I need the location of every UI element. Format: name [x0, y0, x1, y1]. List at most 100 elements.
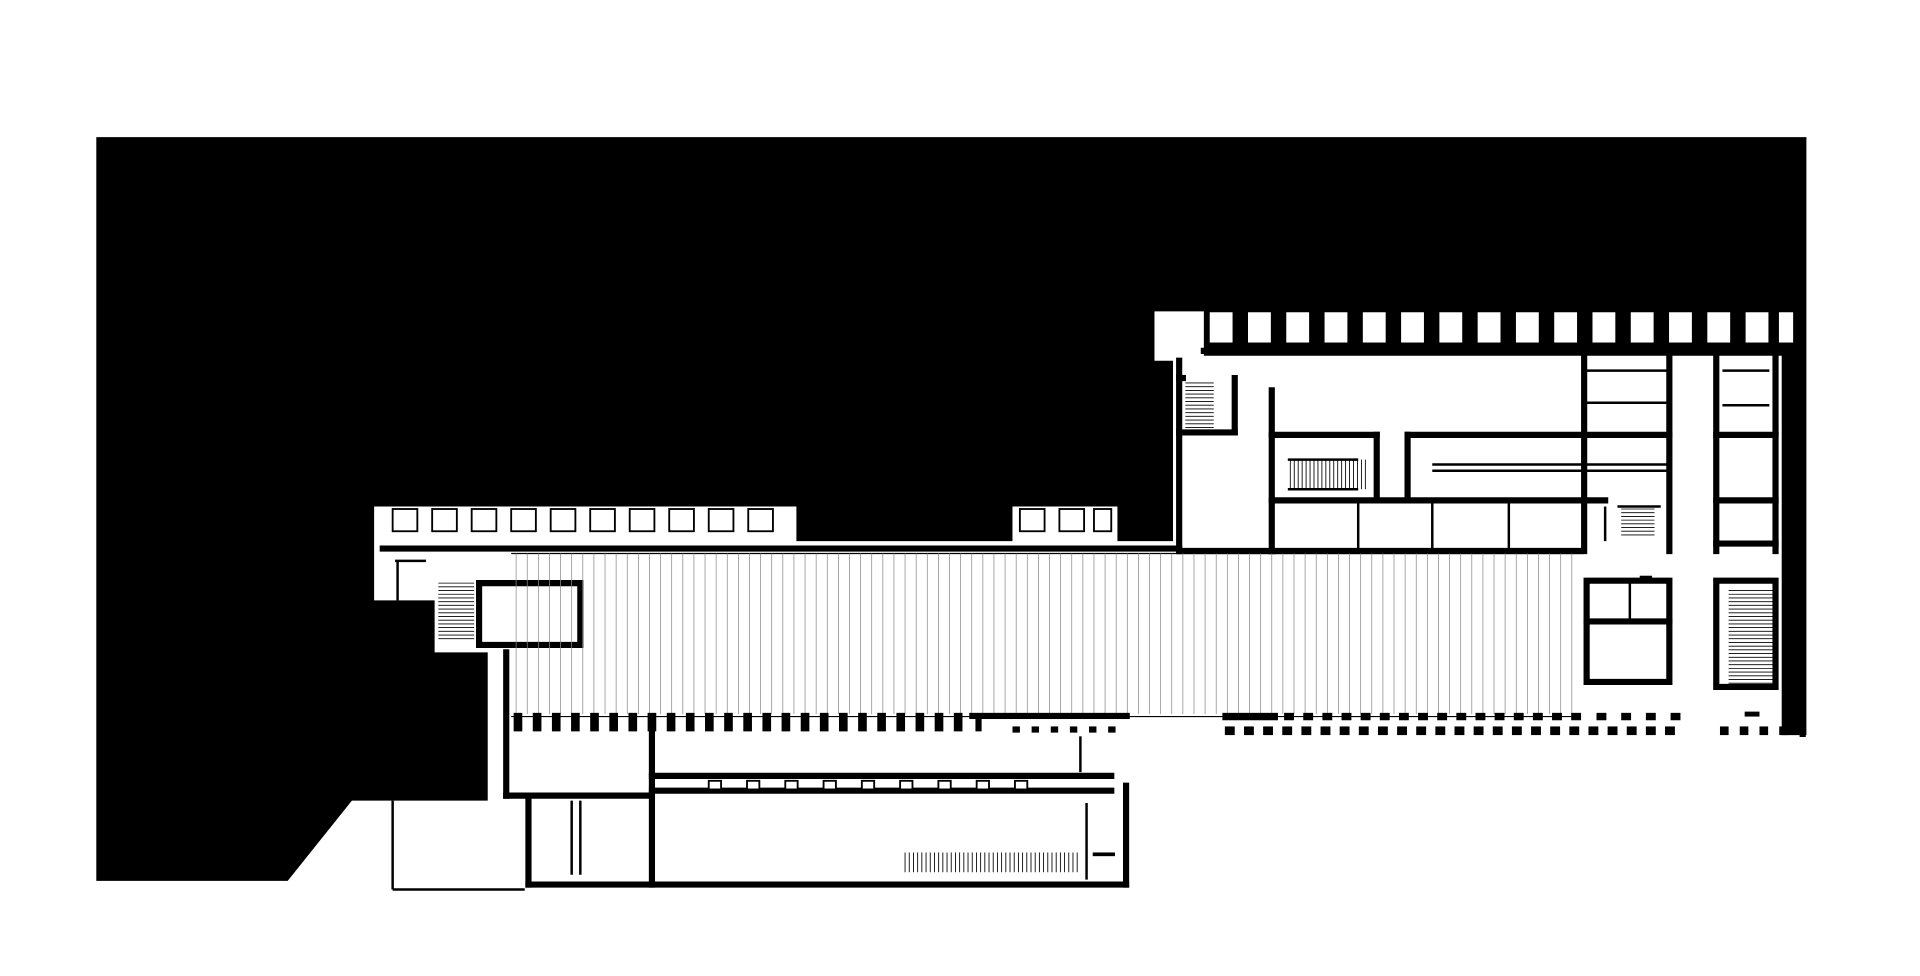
pier	[1670, 712, 1681, 721]
pier	[1416, 726, 1427, 736]
pier	[1665, 726, 1675, 736]
skylight	[784, 779, 799, 791]
pier	[1779, 726, 1788, 736]
pier	[1531, 726, 1541, 736]
pier	[1108, 726, 1116, 733]
pier	[1645, 712, 1656, 721]
pier	[1473, 726, 1484, 736]
pier	[1263, 726, 1274, 736]
pier	[1626, 726, 1637, 736]
pier	[1339, 726, 1350, 736]
pier	[896, 712, 906, 732]
pier	[551, 712, 561, 732]
fixtures	[1084, 385, 1760, 888]
pier	[571, 712, 580, 732]
pier	[1494, 712, 1505, 721]
pier	[1492, 726, 1503, 736]
pier	[1397, 726, 1407, 736]
pier	[934, 712, 944, 732]
pier	[1050, 726, 1059, 733]
pier	[1418, 712, 1428, 721]
pier	[1456, 712, 1467, 721]
pier	[1301, 726, 1312, 736]
pier	[1282, 726, 1293, 736]
pier	[532, 712, 542, 732]
pier	[819, 712, 829, 732]
lower-wing-parapet	[391, 508, 1113, 533]
pier	[1398, 712, 1409, 721]
skylight	[937, 779, 952, 791]
skylight	[707, 779, 723, 791]
pier	[1532, 712, 1543, 721]
pier	[1513, 712, 1524, 721]
east-pier-row	[1012, 712, 1788, 736]
skylight	[975, 779, 990, 791]
pier	[1089, 726, 1097, 733]
pier	[858, 712, 867, 732]
pier	[800, 712, 810, 732]
pier	[1571, 712, 1582, 721]
ground-mass	[96, 137, 1807, 881]
pier	[666, 712, 676, 732]
gallery-skylights	[707, 779, 1029, 791]
beam	[969, 712, 1130, 720]
pier	[685, 712, 695, 732]
pier	[1645, 726, 1656, 736]
pier	[1475, 712, 1486, 721]
pier	[781, 712, 791, 732]
pier	[1377, 726, 1388, 736]
pier	[1739, 726, 1749, 736]
pier	[953, 712, 963, 732]
pier	[1243, 726, 1254, 736]
pier	[1379, 712, 1390, 721]
pier	[1511, 726, 1522, 736]
pier	[1303, 712, 1314, 721]
skylight	[860, 779, 876, 791]
pier	[1360, 712, 1371, 721]
pier	[1596, 712, 1607, 721]
skylight	[1014, 779, 1029, 791]
pier	[1224, 726, 1235, 736]
pier	[1322, 712, 1333, 721]
pier	[1435, 726, 1446, 736]
pier	[1069, 726, 1078, 733]
pier	[1552, 712, 1562, 721]
pier	[838, 712, 848, 732]
pier	[1719, 726, 1729, 736]
stairs	[438, 382, 1774, 873]
pier	[647, 712, 657, 732]
pier	[513, 712, 523, 732]
pier	[590, 712, 599, 732]
hall-pier-row	[513, 712, 1278, 732]
skylight	[822, 779, 837, 791]
beam	[1222, 712, 1278, 721]
pier	[877, 712, 886, 732]
pier	[1759, 726, 1769, 736]
pier	[762, 712, 772, 732]
pier	[975, 719, 982, 732]
pier	[724, 712, 733, 732]
pier	[1621, 712, 1632, 721]
pier	[1437, 712, 1448, 721]
skylight	[746, 779, 761, 791]
pier	[1454, 726, 1465, 736]
hall-floor-hatch-lines	[515, 553, 1573, 715]
pier	[1550, 726, 1561, 736]
pier	[1588, 726, 1599, 736]
pier	[1031, 726, 1040, 733]
pier	[1320, 726, 1331, 736]
pier	[1358, 726, 1369, 736]
skylight	[899, 779, 914, 791]
pier	[1569, 726, 1580, 736]
partition-walls	[391, 369, 1770, 891]
pier	[1341, 712, 1352, 721]
pier	[1012, 726, 1020, 733]
pier	[1284, 712, 1294, 721]
pier	[705, 712, 714, 732]
pier	[609, 712, 618, 732]
pier	[915, 712, 925, 732]
pier	[628, 712, 638, 732]
upper-wing-parapet	[1207, 310, 1795, 345]
pier	[743, 712, 752, 732]
